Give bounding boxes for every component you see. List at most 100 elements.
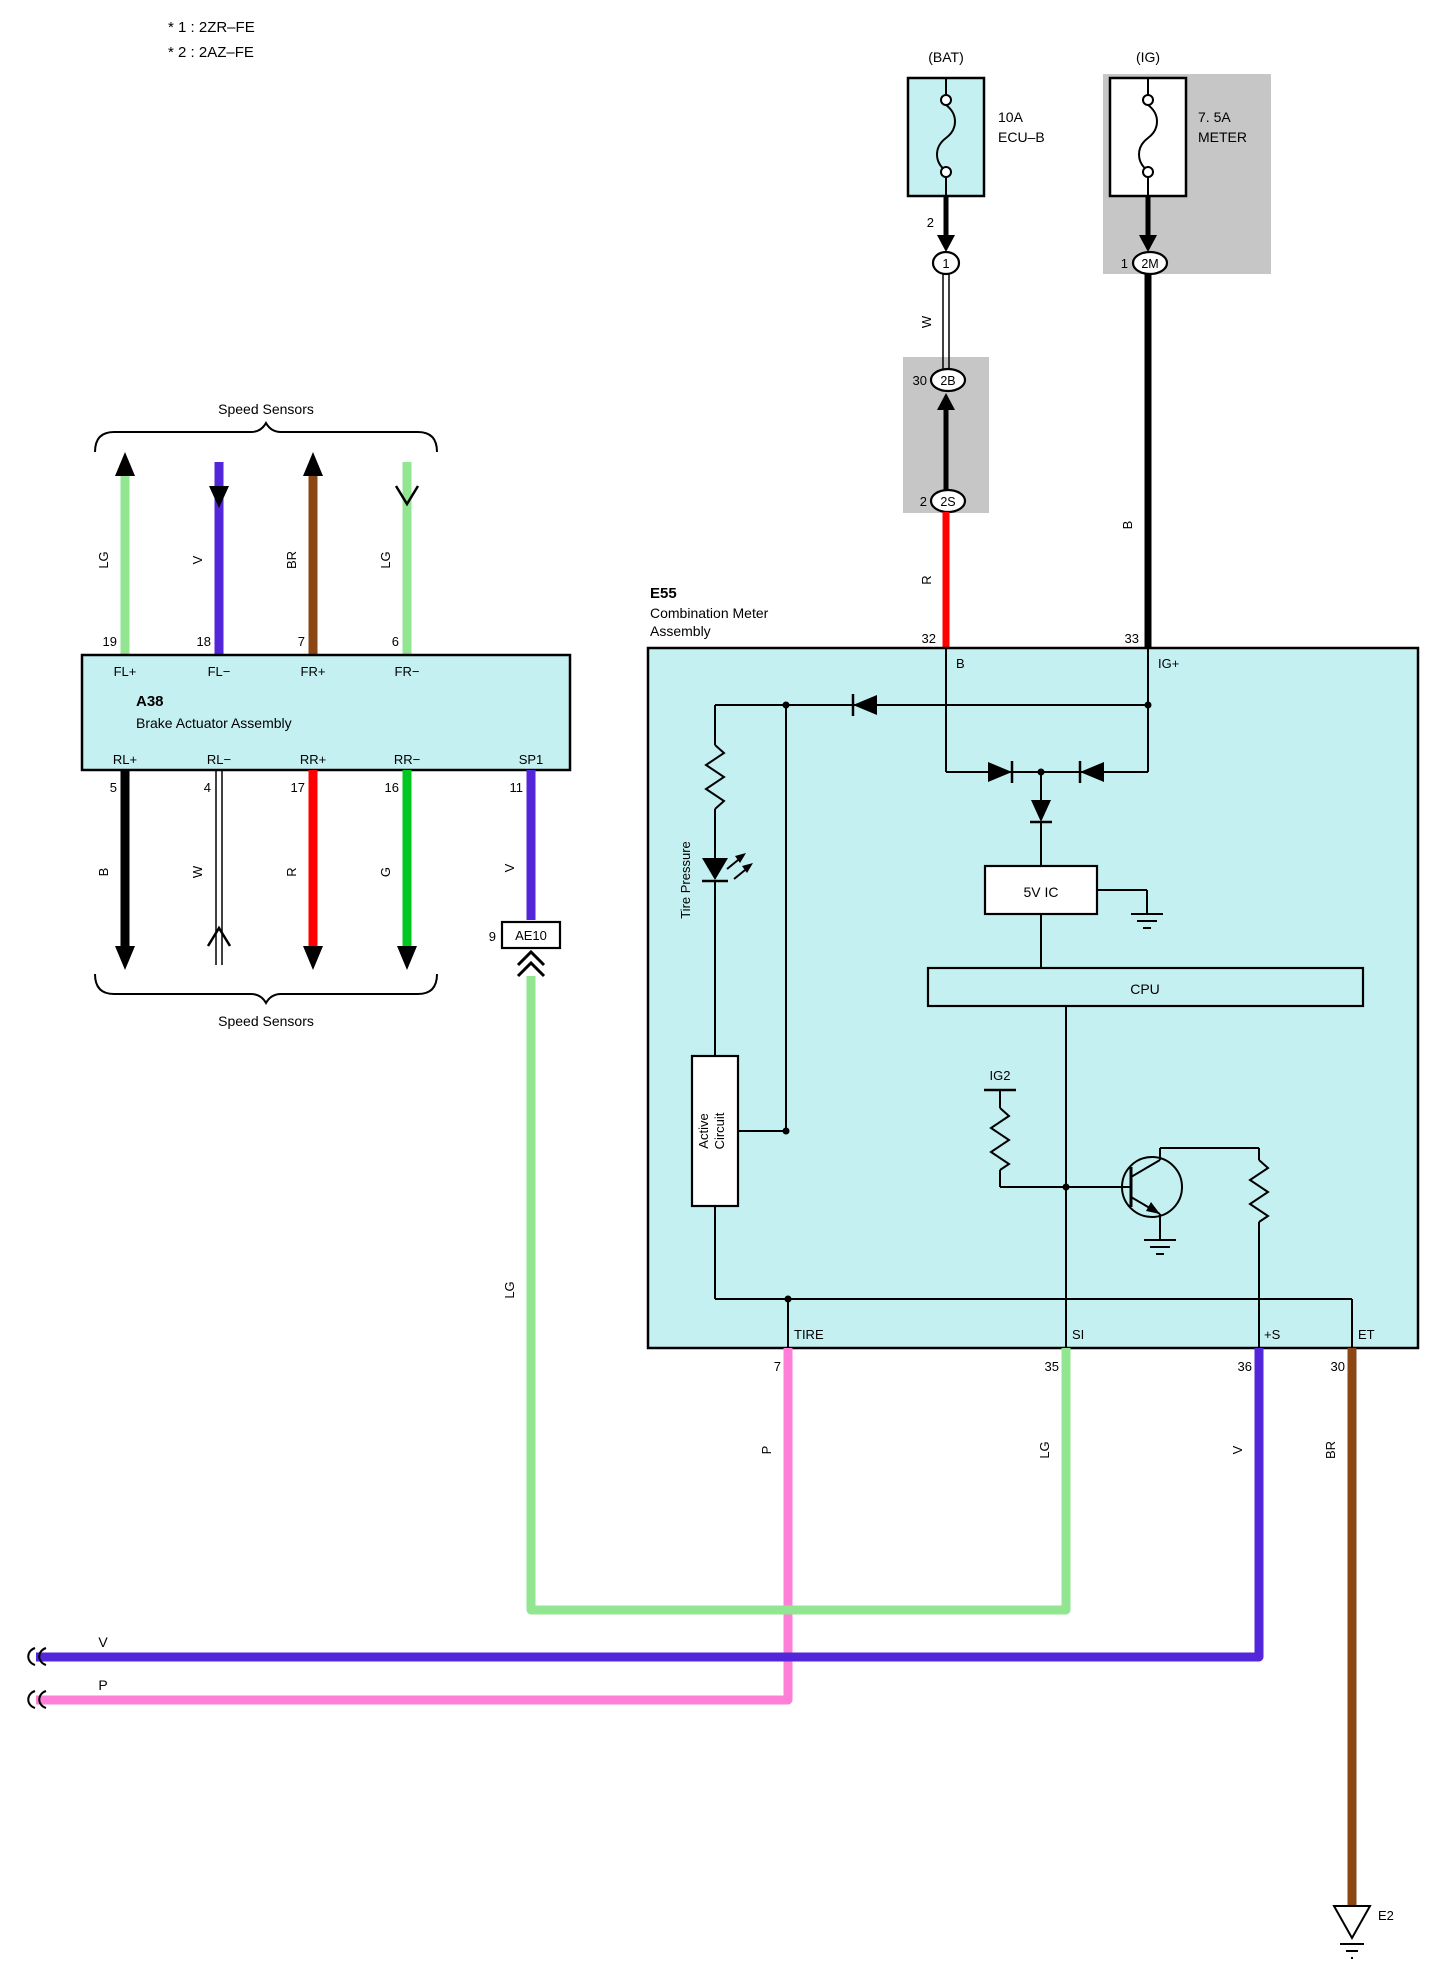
diode-b (988, 761, 1014, 783)
e55-pin-30-num: 30 (1331, 1359, 1345, 1374)
connector-2b-label: 2B (940, 374, 955, 388)
wire-violet-s (36, 1348, 1264, 1662)
a38-name: Brake Actuator Assembly (136, 715, 292, 731)
wire-lg-si (526, 976, 1071, 1615)
e55-pin-b-label: B (956, 656, 965, 671)
arrow-down-icon (397, 946, 417, 970)
wire-color-label: R (284, 867, 299, 876)
e55-pin-s-label: +S (1264, 1327, 1281, 1342)
transistor-icon (1121, 1148, 1183, 1218)
resistor-icon (704, 744, 726, 810)
pin-30: 30 (913, 373, 927, 388)
e55-code: E55 (650, 585, 677, 602)
led-icon (702, 853, 753, 883)
trunk-p-label: P (98, 1677, 107, 1693)
five-v-ic-label: 5V IC (1023, 884, 1058, 900)
arrow-up-icon (115, 452, 135, 476)
bat-fuse-name: ECU–B (998, 129, 1045, 145)
brace-bottom-icon (94, 973, 438, 1006)
ig-fuse-icon (1138, 78, 1158, 196)
trunk-wires: LG P LG V BR V P (27, 976, 1357, 1906)
pin-num: 6 (392, 634, 399, 649)
arrow-down-icon (115, 946, 135, 970)
a38-code: A38 (136, 693, 164, 710)
five-v-ic-box (983, 864, 1099, 916)
chevron-down-icon (394, 485, 420, 507)
e55-pin-36-num: 36 (1238, 1359, 1252, 1374)
wire-break-icon (27, 1690, 47, 1709)
speed-sensors-bottom-label: Speed Sensors (218, 1013, 314, 1029)
a38-box (80, 653, 572, 772)
connector-1-label: 1 (942, 256, 949, 271)
pin-1-num: 1 (1121, 256, 1128, 271)
wire-color-label: LG (1037, 1441, 1052, 1458)
resistor-icon (1248, 1159, 1270, 1223)
speed-sensors-bottom: 5 4 17 16 11 B W R G V Speed Sensors (94, 770, 536, 1029)
pin-num: 11 (510, 780, 524, 795)
pin-num: 7 (298, 634, 305, 649)
bat-fuse-icon (936, 78, 956, 196)
e55-pin-et-label: ET (1358, 1327, 1375, 1342)
up-arrow-icon (937, 393, 955, 490)
ae10-label: AE10 (515, 928, 547, 943)
active-circuit-label-1: Active (696, 1113, 711, 1148)
pin-num: 18 (197, 634, 211, 649)
e55-name-2: Assembly (650, 623, 711, 639)
wire-color-label: B (96, 868, 111, 877)
wire-color-label: W (190, 865, 205, 878)
down-arrow-icon (937, 196, 955, 252)
ae10-pin-num: 9 (489, 929, 496, 944)
arrow-down-icon (209, 486, 229, 508)
resistor-icon (989, 1107, 1011, 1171)
a38-pin-label: SP1 (519, 752, 544, 767)
connector-2m-label: 2M (1141, 257, 1158, 271)
wire-color-label: V (1230, 1445, 1245, 1454)
e55-pin-33-num: 33 (1125, 631, 1139, 646)
ig2-label: IG2 (990, 1068, 1011, 1083)
a38-pin-label: FR− (395, 664, 420, 679)
a38-pin-label: RL− (207, 752, 231, 767)
wire-red-label: R (919, 575, 934, 584)
double-chevron-up-icon (516, 949, 546, 978)
e2-ground: E2 (1332, 1905, 1394, 1959)
wire-pink-tire (36, 1348, 793, 1705)
trunk-v-label: V (98, 1634, 108, 1650)
e55-pin-7-num: 7 (774, 1359, 781, 1374)
connector-2b (929, 367, 967, 393)
ground-triangle-icon (1332, 1905, 1372, 1941)
ig-source-label: (IG) (1136, 49, 1160, 65)
engine-notes: * 1 : 2ZR–FE * 2 : 2AZ–FE (168, 19, 255, 61)
cpu-box (926, 966, 1365, 1008)
ic-ground-icon (1097, 889, 1163, 929)
note-line-2: * 2 : 2AZ–FE (168, 44, 254, 61)
e55-combination-meter: E55 Combination Meter Assembly B IG+ (646, 585, 1420, 1374)
wire-color-label: BR (284, 551, 299, 569)
bat-fuse-amp: 10A (998, 109, 1024, 125)
cpu-label: CPU (1130, 981, 1160, 997)
wire-black-label: B (1120, 521, 1135, 530)
wire-white-label: W (919, 315, 934, 328)
brace-top-icon (94, 420, 438, 453)
tire-pressure-label: Tire Pressure (678, 841, 693, 919)
emitter-ground-icon (1144, 1214, 1176, 1255)
ig-fuse-amp: 7. 5A (1198, 109, 1231, 125)
e2-label: E2 (1378, 1908, 1394, 1923)
bat-pin-2: 2 (927, 215, 934, 230)
a38-pin-label: RL+ (113, 752, 137, 767)
a38-pin-label: FL+ (114, 664, 137, 679)
a38-pin-label: RR+ (300, 752, 326, 767)
wire-color-label: BR (1323, 1441, 1338, 1459)
e55-pin-si-label: SI (1072, 1327, 1084, 1342)
diode-ig (1078, 761, 1104, 783)
note-line-1: * 1 : 2ZR–FE (168, 19, 255, 36)
speed-sensors-top: Speed Sensors LG V BR LG 19 18 7 6 (94, 401, 438, 654)
ae10-box (500, 920, 562, 950)
a38-pin-label: RR− (394, 752, 420, 767)
wire-rl-minus (206, 770, 232, 965)
ig-fuse-name: METER (1198, 129, 1247, 145)
active-circuit-label-2: Circuit (712, 1112, 727, 1149)
wire-break-icon (27, 1647, 47, 1666)
ig-branch: (IG) 7. 5A METER 1 2M B 33 (1108, 49, 1247, 649)
connector-2s-label: 2S (940, 495, 955, 509)
